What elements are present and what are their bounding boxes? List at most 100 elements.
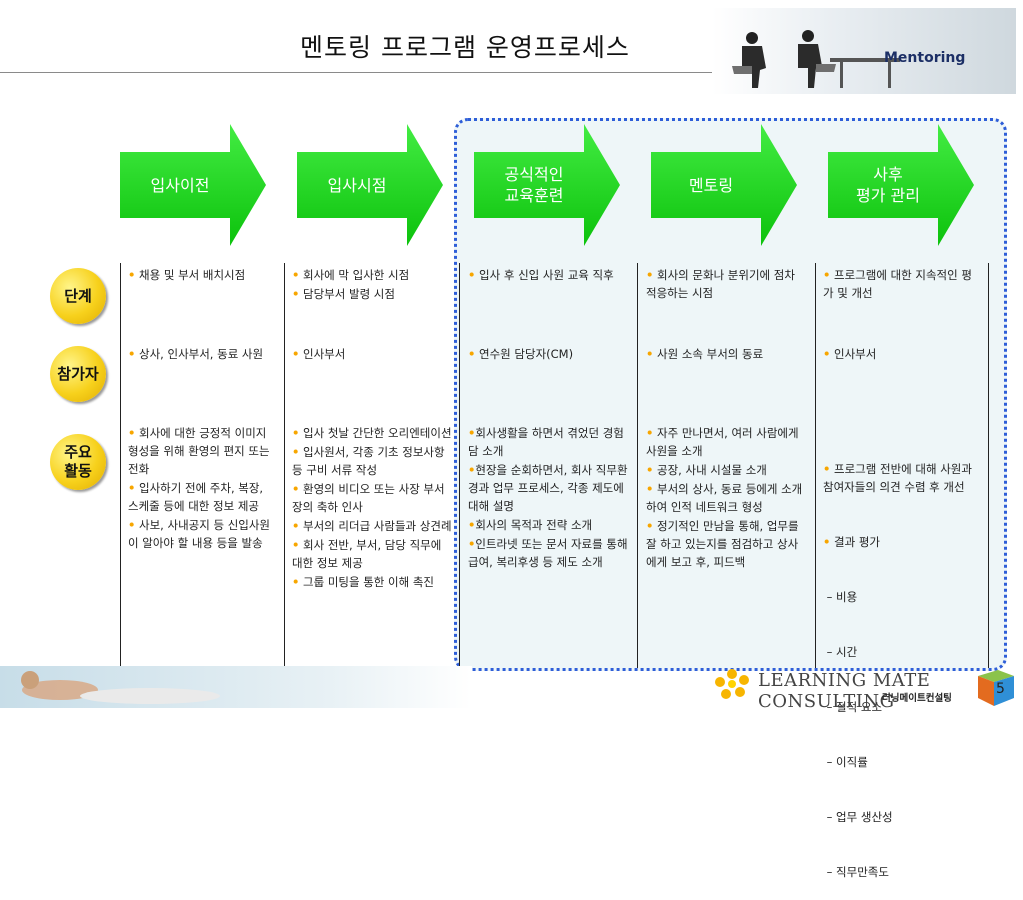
- bullet-marker: •: [292, 287, 300, 301]
- meeting-photo-illustration: [732, 30, 900, 88]
- cell-text: •인트라넷 또는 문서 자료를 통해 급여, 복리후생 등 제도 소개: [468, 537, 628, 569]
- bullet-marker: •: [823, 535, 831, 549]
- cell-activities-col-3: •회사생활을 하면서 겪었던 경험담 소개 •현장을 순회하면서, 회사 직무환…: [468, 424, 628, 572]
- bullet-marker: •: [128, 481, 136, 495]
- arrow-shape: [297, 124, 443, 246]
- brand-label: Mentoring: [884, 50, 966, 66]
- cell-text: • 공장, 사내 시설물 소개: [646, 463, 767, 477]
- cell-activities-col-5: • 프로그램 전반에 대해 사원과 참여자들의 의견 수렴 후 개선 • 결과 …: [823, 424, 981, 900]
- arrow-label: 공식적인 교육훈련: [504, 165, 564, 205]
- bullet-marker: •: [128, 268, 136, 282]
- bullet-marker: •: [128, 426, 136, 440]
- cell-participants-col-3: • 연수원 담당자(CM): [468, 345, 628, 364]
- arrow-shape: [474, 124, 620, 246]
- cell-stage-col-2: • 회사에 막 입사한 시점 • 담당부서 발령 시점: [292, 266, 454, 304]
- bullet-marker: •: [468, 518, 476, 532]
- arrow-shape: [651, 124, 797, 246]
- bullet-marker: •: [468, 347, 476, 361]
- bullet-marker: •: [292, 482, 300, 496]
- cell-participants-col-4: • 사원 소속 부서의 동료: [646, 345, 806, 364]
- cell-activities-col-2: • 입사 첫날 간단한 오리엔테이션 • 입사원서, 각종 기초 정보사항 등 …: [292, 424, 452, 592]
- arrow-label: 멘토링: [688, 175, 734, 195]
- cell-text: • 입사하기 전에 주차, 복장, 스케줄 등에 대한 정보 제공: [128, 481, 264, 513]
- cell-text: • 환영의 비디오 또는 사장 부서장의 축하 인사: [292, 482, 445, 514]
- bullet-marker: •: [292, 445, 300, 459]
- bullet-marker: •: [128, 518, 136, 532]
- arrow-step-2: 입사시점: [297, 124, 443, 246]
- bullet-marker: •: [292, 519, 300, 533]
- cell-text: • 사원 소속 부서의 동료: [646, 347, 764, 361]
- bullet-marker: •: [823, 347, 831, 361]
- cell-text: • 인사부서: [823, 347, 877, 361]
- page-cube-icon: [978, 670, 1014, 706]
- cell-text: – 시간: [823, 645, 858, 659]
- column-divider: [637, 263, 638, 668]
- cell-text: • 회사 전반, 부서, 담당 직무에 대한 정보 제공: [292, 538, 442, 570]
- bullet-marker: •: [646, 426, 654, 440]
- footer-banner: [0, 666, 472, 708]
- cell-text: • 결과 평가: [823, 535, 880, 549]
- cell-text: •회사생활을 하면서 겪었던 경험담 소개: [468, 426, 624, 458]
- arrow-step-1: 입사이전: [120, 124, 266, 246]
- cell-activities-col-4: • 자주 만나면서, 여러 사람에게 사원을 소개 • 공장, 사내 시설물 소…: [646, 424, 806, 572]
- bullet-marker: •: [468, 463, 476, 477]
- logo-main-text: LEARNING MATE CONSULTING: [758, 670, 931, 712]
- arrow-shape: [120, 124, 266, 246]
- bullet-marker: •: [468, 426, 476, 440]
- cell-text: • 인사부서: [292, 347, 346, 361]
- cell-text: • 그룹 미팅을 통한 이해 촉진: [292, 575, 435, 589]
- bullet-marker: •: [468, 537, 476, 551]
- logo-flower-icon: [715, 669, 749, 699]
- cell-text: • 상사, 인사부서, 동료 사원: [128, 347, 264, 361]
- bullet-marker: •: [292, 347, 300, 361]
- header-rule: [0, 72, 712, 73]
- cell-stage-col-3: • 입사 후 신입 사원 교육 직후: [468, 266, 628, 285]
- cell-text: • 입사원서, 각종 기초 정보사항 등 구비 서류 작성: [292, 445, 445, 477]
- bullet-marker: •: [128, 347, 136, 361]
- bullet-marker: •: [646, 347, 654, 361]
- bullet-marker: •: [292, 426, 300, 440]
- cell-text: •회사의 목적과 전략 소개: [468, 518, 593, 532]
- column-divider: [284, 263, 285, 668]
- bullet-marker: •: [823, 268, 831, 282]
- cell-text: – 업무 생산성: [823, 810, 893, 824]
- cell-text: • 부서의 상사, 동료 등에게 소개하여 인적 네트워크 형성: [646, 482, 803, 514]
- cell-text: • 회사의 문화나 분위기에 점차 적응하는 시점: [646, 268, 795, 300]
- cell-participants-col-2: • 인사부서: [292, 345, 454, 364]
- column-divider: [120, 263, 121, 668]
- cell-participants-col-1: • 상사, 인사부서, 동료 사원: [128, 345, 278, 364]
- cell-text: • 입사 후 신입 사원 교육 직후: [468, 268, 614, 282]
- column-divider: [459, 263, 460, 668]
- bullet-marker: •: [646, 463, 654, 477]
- cell-text: • 정기적인 만남을 통해, 업무를 잘 하고 있는지를 점검하고 상사에게 보…: [646, 519, 799, 569]
- footer-figure-illustration: [21, 671, 220, 704]
- arrow-step-5: 사후 평가 관리: [828, 124, 974, 246]
- cell-text: – 직무만족도: [823, 865, 889, 879]
- cell-text: – 이직률: [823, 755, 868, 769]
- column-divider: [988, 263, 989, 668]
- cell-text: •현장을 순회하면서, 회사 직무환경과 업무 프로세스, 각종 제도에 대해 …: [468, 463, 628, 513]
- arrow-label: 입사시점: [327, 175, 387, 195]
- cell-stage-col-5: • 프로그램에 대한 지속적인 평가 및 개선: [823, 266, 981, 303]
- header-photo: [712, 8, 1016, 94]
- cell-text: • 부서의 리더급 사람들과 상견례: [292, 519, 452, 533]
- arrow-label: 사후 평가 관리: [856, 165, 920, 205]
- bullet-marker: •: [292, 268, 300, 282]
- bullet-marker: •: [292, 538, 300, 552]
- bullet-marker: •: [468, 268, 476, 282]
- cell-text: • 채용 및 부서 배치시점: [128, 268, 246, 282]
- bullet-marker: •: [292, 575, 300, 589]
- arrow-step-3: 공식적인 교육훈련: [474, 124, 620, 246]
- cell-text: • 프로그램에 대한 지속적인 평가 및 개선: [823, 268, 972, 300]
- cell-text: • 회사에 대한 긍정적 이미지 형성을 위해 환영의 편지 또는 전화: [128, 426, 270, 476]
- bullet-marker: •: [646, 268, 654, 282]
- cell-activities-col-1: • 회사에 대한 긍정적 이미지 형성을 위해 환영의 편지 또는 전화 • 입…: [128, 424, 276, 553]
- bullet-marker: •: [646, 482, 654, 496]
- arrow-step-4: 멘토링: [651, 124, 797, 246]
- page-number: 5: [996, 681, 1005, 697]
- arrow-label: 입사이전: [150, 175, 210, 195]
- bullet-marker: •: [646, 519, 654, 533]
- column-divider: [815, 263, 816, 668]
- cell-participants-col-5: • 인사부서: [823, 345, 981, 364]
- row-badge-participants: 참가자: [50, 346, 106, 402]
